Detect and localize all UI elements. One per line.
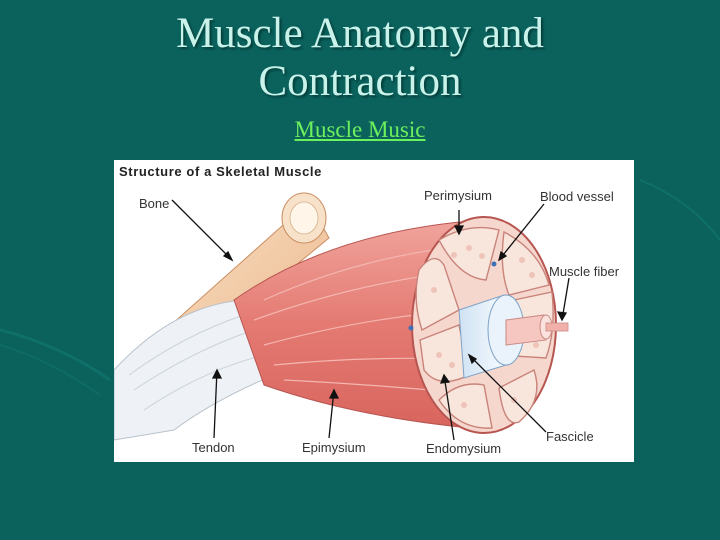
- label-fascicle: Fascicle: [546, 429, 594, 444]
- label-bone: Bone: [139, 196, 169, 211]
- label-epimysium: Epimysium: [302, 440, 366, 455]
- title-line-2: Contraction: [0, 58, 720, 106]
- muscle-music-link[interactable]: Muscle Music: [295, 117, 426, 142]
- figure-title: Structure of a Skeletal Muscle: [119, 164, 322, 179]
- label-blood-vessel: Blood vessel: [540, 189, 614, 204]
- label-tendon: Tendon: [192, 440, 235, 455]
- label-endomysium: Endomysium: [426, 441, 501, 456]
- muscle-illustration: [114, 160, 634, 462]
- link-container: Muscle Music: [0, 117, 720, 143]
- label-perimysium: Perimysium: [424, 188, 492, 203]
- title-line-1: Muscle Anatomy and: [0, 10, 720, 58]
- slide-title: Muscle Anatomy and Contraction: [0, 10, 720, 106]
- muscle-structure-figure: Structure of a Skeletal Muscle Bone Peri…: [114, 160, 634, 462]
- label-muscle-fiber: Muscle fiber: [549, 264, 619, 279]
